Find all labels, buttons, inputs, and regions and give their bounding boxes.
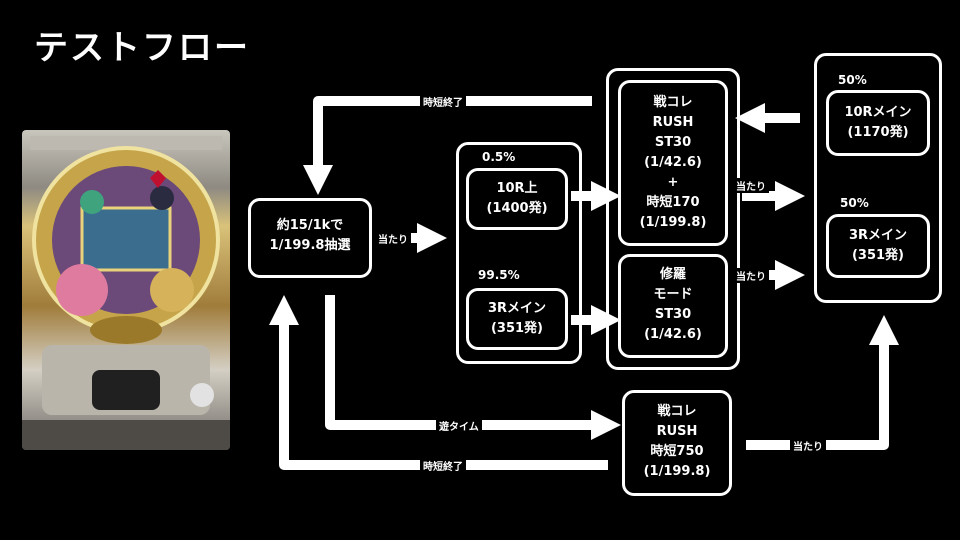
pct-50-a: 50% <box>838 73 867 87</box>
arrow-jitan-end-bottom <box>269 295 608 470</box>
label-atari-shura: 当たり <box>733 268 769 283</box>
node-start <box>248 198 372 278</box>
node-shura-mode <box>618 254 728 358</box>
arrow-yu-time <box>325 295 621 440</box>
label-atari-rush: 当たり <box>733 178 769 193</box>
mode-group-box <box>606 68 740 370</box>
node-3r-main-right <box>826 214 930 278</box>
node-start-text: 約15/1kで 1/199.8抽選 <box>269 218 351 253</box>
label-atari-bottom: 当たり <box>790 438 826 453</box>
label-yu-time: 遊タイム <box>436 418 482 433</box>
node-shura-mode-text: 修羅 モード ST30 (1/42.6) <box>644 267 702 342</box>
arrow-jitan-end-top <box>303 96 592 195</box>
node-10r-main-text: 10Rメイン (1170発) <box>844 105 912 140</box>
page-title: テストフロー <box>34 28 250 68</box>
node-3r-main-left-text: 3Rメイン (351発) <box>487 301 547 336</box>
node-rush-st30-text: 戦コレ RUSH ST30 (1/42.6) + 時短170 (1/199.8) <box>639 95 707 230</box>
node-rush-750-text: 戦コレ RUSH 時短750 (1/199.8) <box>643 404 711 479</box>
node-10r-top-text: 10R上 (1400発) <box>486 181 548 216</box>
result-group-box <box>814 53 942 303</box>
node-3r-main-left <box>466 288 568 350</box>
pct-99-5: 99.5% <box>478 268 520 282</box>
node-10r-main <box>826 90 930 156</box>
label-jitan-end-top: 時短終了 <box>420 94 466 109</box>
arrow-rush750-to-result <box>746 315 899 450</box>
node-rush-st30 <box>618 80 728 246</box>
node-3r-main-right-text: 3Rメイン (351発) <box>848 228 908 263</box>
node-rush-750 <box>622 390 732 496</box>
draw-group-box <box>456 142 582 364</box>
label-jitan-end-bottom: 時短終了 <box>420 458 466 473</box>
node-10r-top <box>466 168 568 230</box>
pachinko-machine-image <box>22 130 230 450</box>
pct-0-5: 0.5% <box>482 150 516 164</box>
pct-50-b: 50% <box>840 196 869 210</box>
label-atari-start: 当たり <box>375 231 411 246</box>
